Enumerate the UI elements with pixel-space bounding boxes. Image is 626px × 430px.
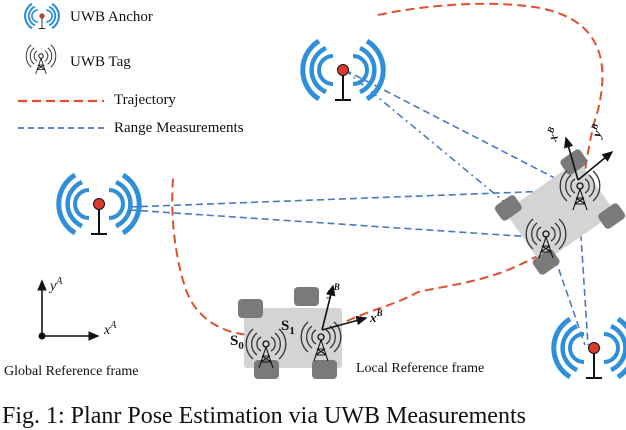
local-y-axis (321, 284, 336, 331)
upper-local-y-axis (577, 150, 614, 181)
global-origin (38, 332, 46, 340)
range-line (344, 69, 549, 239)
local-x-axis (321, 315, 368, 331)
legend-anchor-label: UWB Anchor (70, 9, 153, 25)
range-line (547, 237, 586, 346)
global-y-label: yA (48, 276, 63, 294)
local-y-label: yB (326, 282, 340, 299)
local-x-label: xB (369, 308, 383, 325)
robot-wheel (238, 299, 263, 318)
local-frame-label: Local Reference frame (356, 361, 484, 376)
upper-local-y-label: yB (586, 122, 607, 141)
uwb-anchor-icon (554, 319, 626, 378)
robot-body (505, 161, 615, 263)
uwb-anchor-icon (303, 41, 384, 100)
robot-wheel (294, 287, 319, 306)
state-s1-label: S1 (281, 318, 295, 337)
global-frame: yA xA Global Reference frame (4, 276, 138, 379)
legend-tag-label: UWB Tag (70, 54, 131, 70)
legend-range-label: Range Measurements (114, 120, 244, 136)
robot-upper (494, 149, 626, 275)
uwb-anchor-icon (59, 175, 140, 234)
robot-wheel (560, 149, 588, 175)
upper-local-x-label: xB (543, 125, 564, 144)
robot-wheel (494, 195, 522, 221)
upper-local-x-axis (564, 136, 579, 181)
range-line (129, 189, 579, 208)
legend-anchor-icon (24, 2, 60, 30)
trajectory-path (171, 2, 604, 337)
legend: UWB Anchor UWB Tag Trajectory Range Meas… (18, 2, 244, 136)
robot-wheel (532, 249, 560, 275)
global-x-label: xA (103, 320, 117, 338)
state-s0-label: S0 (230, 333, 244, 352)
robot-lower: S0 S1 yB xB (230, 282, 383, 379)
robot-wheel (312, 360, 337, 379)
robot-wheel (254, 360, 279, 379)
global-frame-label: Global Reference frame (4, 364, 138, 379)
figure-caption: Fig. 1: Planr Pose Estimation via UWB Me… (2, 403, 526, 429)
range-line (129, 209, 549, 239)
legend-trajectory-label: Trajectory (114, 92, 176, 108)
robot-wheel (598, 203, 626, 229)
legend-tag-icon (25, 44, 57, 75)
